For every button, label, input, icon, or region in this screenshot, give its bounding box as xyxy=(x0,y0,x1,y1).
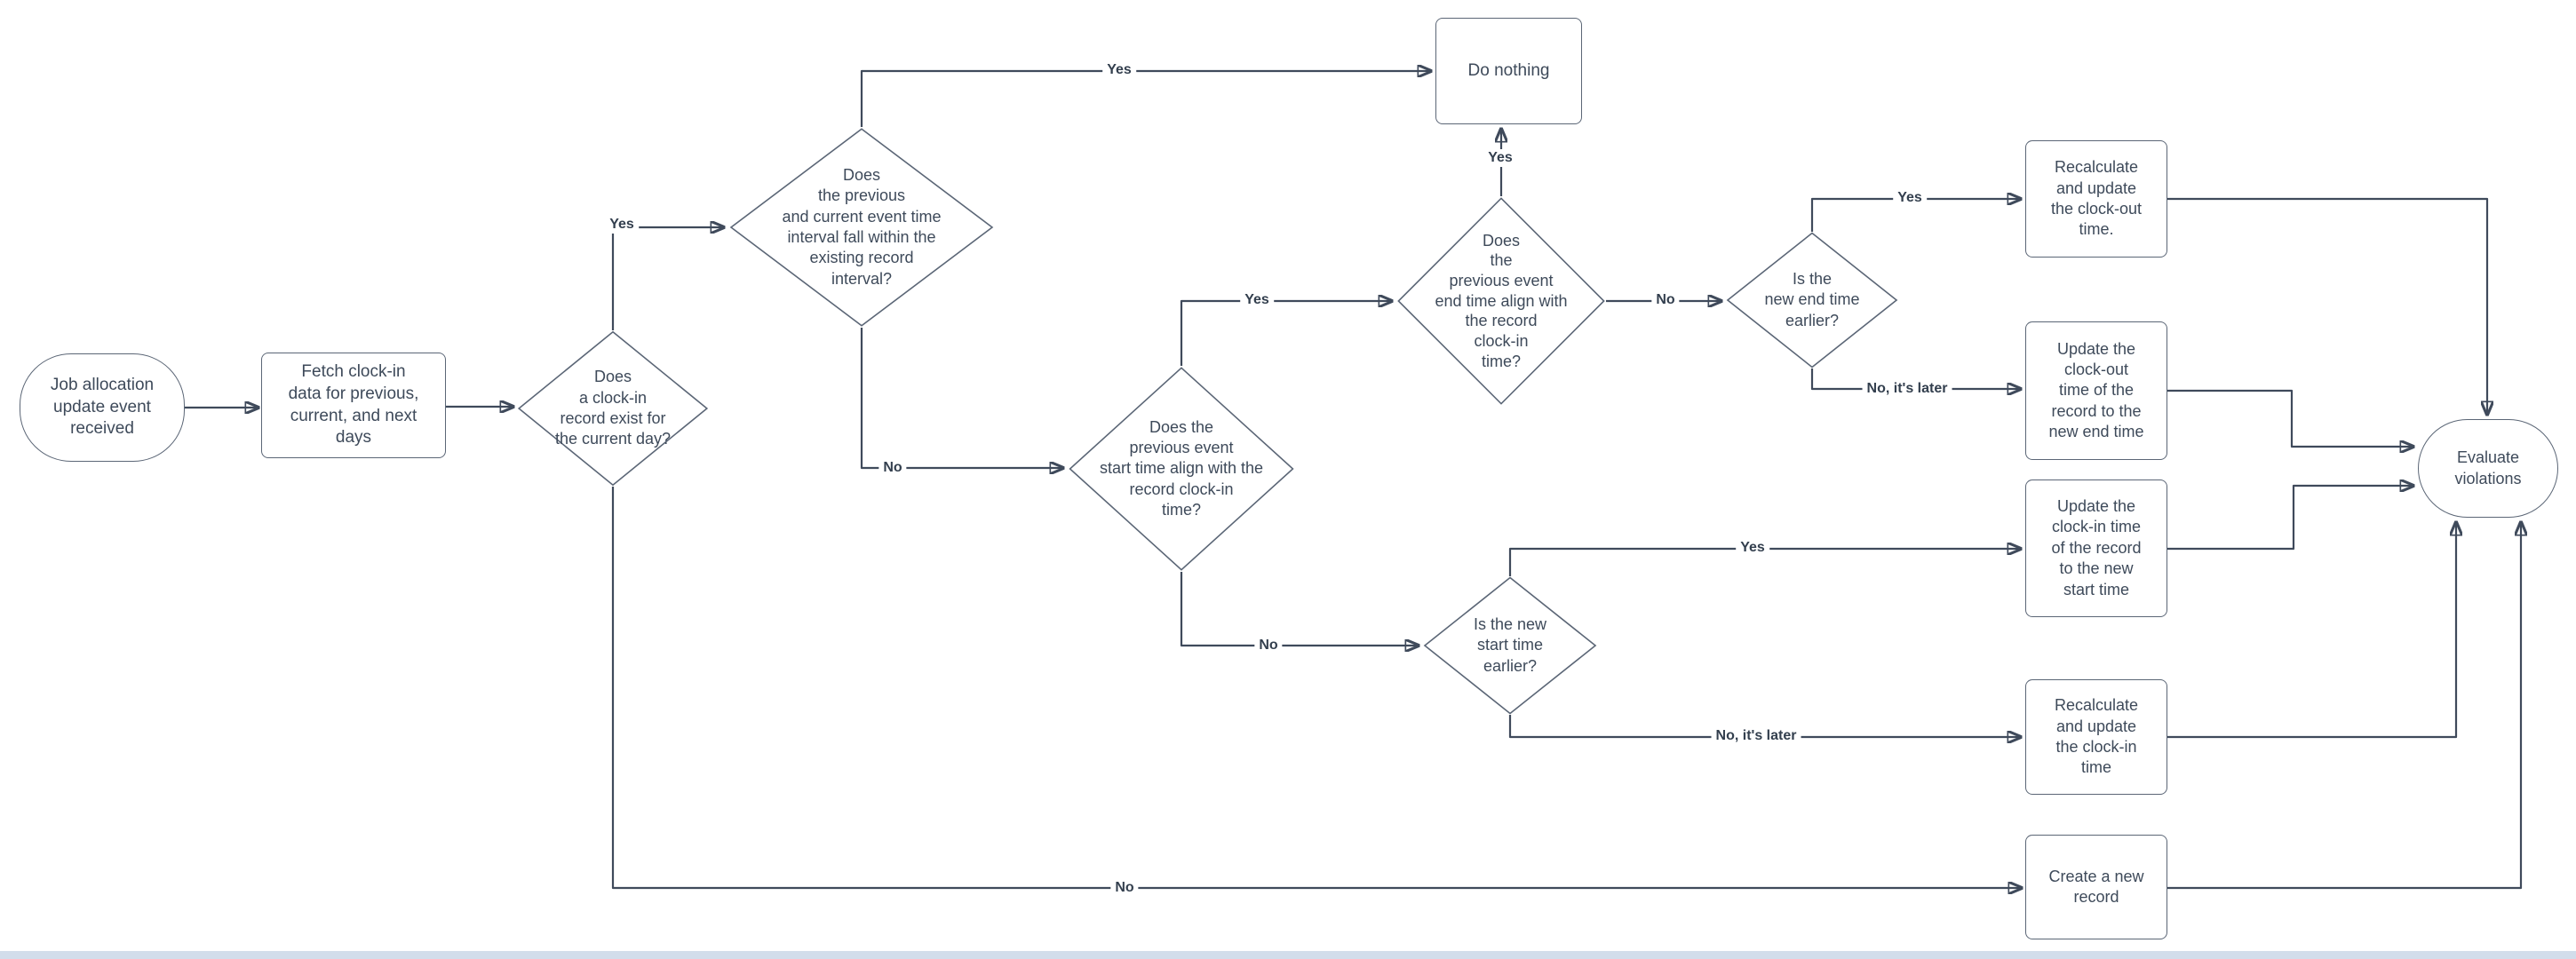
process-create-new-record-label: Create a new record xyxy=(2048,867,2144,906)
process-update-clockin-time-label: Update the clock-in time of the record t… xyxy=(2051,497,2142,598)
decision-new-end-time-earlier: Is the new end time earlier? xyxy=(1726,232,1898,369)
edge-label-d6-yes: Yes xyxy=(1736,539,1769,557)
diamond-shape xyxy=(1068,366,1295,572)
terminator-job-allocation-event: Job allocation update event received xyxy=(20,353,185,462)
diamond-shape xyxy=(517,330,709,487)
decision-new-start-time-earlier: Is the new start time earlier? xyxy=(1423,576,1597,715)
edge-interval-within-no xyxy=(860,328,1063,468)
process-recalculate-clockin-label: Recalculate and update the clock-in time xyxy=(2054,696,2139,777)
edge-label-d4-no: No xyxy=(1651,291,1680,309)
decision-start-time-align-label: Does the previous event start time align… xyxy=(1099,417,1264,519)
diamond-shape xyxy=(1726,232,1898,369)
edge-label-d4-yes: Yes xyxy=(1483,149,1517,167)
decision-interval-within-record: Does the previous and current event time… xyxy=(728,127,995,328)
process-fetch-clockin-data-label: Fetch clock-in data for previous, curren… xyxy=(288,362,419,448)
edge-update-clockin-to-evaluate xyxy=(2167,486,2413,551)
edge-label-d2-yes: Yes xyxy=(1102,61,1136,79)
process-fetch-clockin-data: Fetch clock-in data for previous, curren… xyxy=(261,353,446,458)
diamond-shape xyxy=(728,127,995,328)
edge-label-d3-yes: Yes xyxy=(1240,291,1274,309)
process-update-clockin-time: Update the clock-in time of the record t… xyxy=(2025,480,2167,617)
terminator-job-allocation-event-label: Job allocation update event received xyxy=(50,375,155,439)
edge-update-clockout-to-evaluate xyxy=(2167,389,2413,447)
edge-start-earlier-yes xyxy=(1508,549,2021,576)
process-recalculate-clockout: Recalculate and update the clock-out tim… xyxy=(2025,140,2167,258)
process-recalculate-clockin: Recalculate and update the clock-in time xyxy=(2025,679,2167,795)
terminator-evaluate-violations-label: Evaluate violations xyxy=(2454,448,2522,487)
edge-clockin-exists-no xyxy=(611,487,2022,888)
edge-end-earlier-yes xyxy=(1810,199,2021,232)
decision-interval-within-record-label: Does the previous and current event time… xyxy=(782,165,942,288)
edge-label-d5-no: No, it's later xyxy=(1862,380,1952,398)
decision-new-start-time-earlier-label: Is the new start time earlier? xyxy=(1473,614,1547,675)
edge-interval-within-yes xyxy=(860,71,1431,127)
decision-end-time-align-label: Does the previous event end time align w… xyxy=(1435,231,1568,370)
edge-recalc-clockin-to-evaluate xyxy=(2167,522,2456,739)
diamond-shape xyxy=(1423,576,1597,715)
process-do-nothing-label: Do nothing xyxy=(1467,60,1550,80)
edge-label-d1-no: No xyxy=(1110,879,1139,897)
process-update-clockout-time-label: Update the clock-out time of the record … xyxy=(2048,339,2144,441)
decision-start-time-align: Does the previous event start time align… xyxy=(1068,366,1295,572)
edge-label-d2-no: No xyxy=(879,459,907,477)
edge-start-align-no xyxy=(1180,572,1419,646)
decision-new-end-time-earlier-label: Is the new end time earlier? xyxy=(1764,269,1860,329)
edge-clockin-exists-yes xyxy=(611,227,724,330)
decision-clockin-record-exists-label: Does a clock-in record exist for the cur… xyxy=(554,368,672,448)
terminator-evaluate-violations: Evaluate violations xyxy=(2418,419,2558,518)
diamond-shape xyxy=(1396,196,1606,406)
edge-start-align-yes xyxy=(1180,301,1392,366)
edge-recalc-clockout-to-evaluate xyxy=(2167,197,2487,415)
edge-start-earlier-no xyxy=(1508,715,2021,737)
process-recalculate-clockout-label: Recalculate and update the clock-out tim… xyxy=(2050,158,2143,239)
decision-end-time-align: Does the previous event end time align w… xyxy=(1396,196,1606,406)
edge-label-d3-no: No xyxy=(1254,637,1283,654)
edge-label-d6-no: No, it's later xyxy=(1711,727,1801,745)
edge-label-d5-yes: Yes xyxy=(1893,189,1927,207)
canvas-bottom-edge xyxy=(0,951,2576,959)
decision-clockin-record-exists: Does a clock-in record exist for the cur… xyxy=(517,330,709,487)
edge-label-d1-yes: Yes xyxy=(605,216,639,234)
process-create-new-record: Create a new record xyxy=(2025,835,2167,939)
process-update-clockout-time: Update the clock-out time of the record … xyxy=(2025,321,2167,460)
edge-create-record-to-evaluate xyxy=(2167,522,2521,890)
process-do-nothing: Do nothing xyxy=(1435,18,1582,124)
